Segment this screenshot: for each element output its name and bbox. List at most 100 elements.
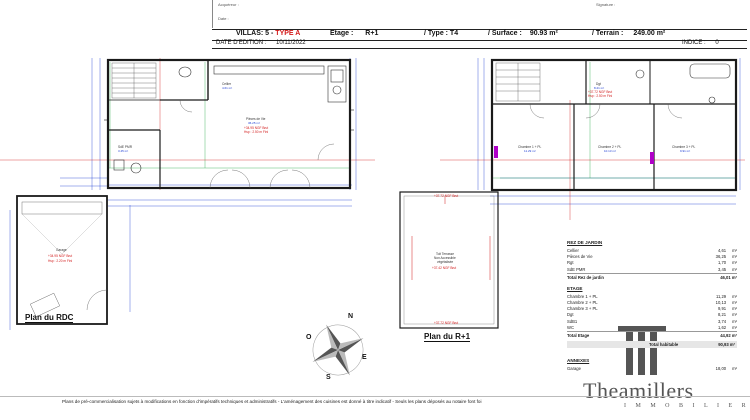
label-terrasse-top: +37.72 NGF Brut <box>434 194 459 198</box>
rdc-plan-title: Plan du RDC <box>25 313 74 323</box>
label-piece-vie-area: 36.25 m² <box>248 121 260 125</box>
label-terrasse-ngf: +37.42 NGF Brut <box>432 266 457 270</box>
label-ch1-area: 11.29 m² <box>524 149 536 153</box>
annexe-row-unit: m² <box>732 366 737 372</box>
annexe-row-value: 18,00 m² <box>716 366 737 372</box>
acquereur-label: Acquéreur : <box>218 2 239 7</box>
rdc-red-lines <box>0 58 375 190</box>
label-garage-hsp: Hsp : 2.20 m Fini <box>48 259 73 263</box>
compass <box>312 324 364 376</box>
r1-red-lines <box>440 100 745 220</box>
annexe-row: Garage 18,00 m² <box>567 366 737 372</box>
rdc-row-number: 1,70 <box>717 260 727 266</box>
rdc-row-unit: m² <box>732 248 737 253</box>
etage-row-unit: m² <box>732 318 737 324</box>
rdc-green-lines <box>108 62 350 169</box>
rdc-doors <box>179 99 335 189</box>
etage-row-number: 11,29 <box>715 293 727 299</box>
label-ch3-area: 9.91 m² <box>680 149 691 153</box>
roof-terrace <box>399 191 499 329</box>
rdc-row-label: Cellier <box>567 248 579 253</box>
etage-row-unit: m² <box>732 293 737 299</box>
etage-row-label: WC <box>567 324 574 330</box>
compass-n: N <box>348 313 354 320</box>
etage-row-label: Chambre 2 + PL <box>567 300 598 306</box>
label-dgt-area: 8.21 m² <box>594 86 605 90</box>
label-terrasse-sub2: végétalisée <box>437 260 454 264</box>
label-terrasse: Toit Terrasse <box>436 252 455 256</box>
etage-row-label: Chambre 1 + PL <box>567 293 598 299</box>
date-row <box>212 39 747 49</box>
rdc-dimensions <box>9 58 357 330</box>
header-block: Acquéreur : Date : Signature : VILLAS: 5… <box>212 0 747 50</box>
label-ch3: Chambre 3 + PL <box>672 145 696 149</box>
etage-total-value-wrap: 44,92 m² <box>720 333 737 338</box>
label-piece-vie-hsp: Hsp : 2.50 m Fini <box>244 130 269 134</box>
rdc-walls <box>106 58 352 190</box>
signature-area <box>212 0 748 28</box>
etage-heading: ETAGE <box>567 285 583 291</box>
rdc-row-label: Rgt <box>567 260 574 266</box>
etage-row-number: 1,62 <box>717 324 727 330</box>
label-dgt-hsp: Hsp : 2.50 m Fini <box>588 94 613 98</box>
surface-field: / Surface : 90.93 m² <box>488 30 558 37</box>
etage-row-unit: m² <box>732 312 737 318</box>
r1-doors <box>529 103 683 119</box>
rdc-kitchen <box>213 65 347 103</box>
etage-row-number: 8,21 <box>717 312 727 318</box>
etage-row-label: SdB1 <box>567 318 578 324</box>
rdc-total-row: Total Rez de jardin 46,01 m² <box>567 272 737 280</box>
etage-row: Chambre 1 + PL 11,29 m² <box>567 294 737 300</box>
rdc-row-number: 3,45 <box>717 266 727 272</box>
habitable-row: Total habitable 90,93 m² <box>567 341 737 349</box>
date-label: Date : <box>218 16 229 21</box>
footer-text: Plans de pré-commercialisation sujets à … <box>62 399 482 404</box>
etage-row-value: 8,21 m² <box>718 312 737 318</box>
date-edition-field: DATE D'EDITION : 10/11/2022 <box>216 40 306 46</box>
compass-s: S <box>326 374 331 381</box>
etage-row-unit: m² <box>732 306 737 312</box>
rdc-heading: REZ DE JARDIN <box>567 240 603 245</box>
etage-row-label: Chambre 3 + PL <box>567 306 598 312</box>
etage-row-unit: m² <box>732 324 737 330</box>
rdc-total-value: 46,01 <box>720 274 731 280</box>
label-sde: SdE PMR <box>118 145 132 149</box>
logo-sub: I M M O B I L I E R <box>624 403 750 409</box>
etage-row-value: 10,13 m² <box>716 300 737 306</box>
type-field: / Type : T4 <box>424 30 459 37</box>
compass-e: E <box>362 354 367 361</box>
r1-plan <box>399 58 745 329</box>
garage <box>16 195 108 325</box>
label-piece-vie-ngf: +34.95 NGF Brut <box>244 126 269 130</box>
annexe-row-label: Garage <box>567 366 581 372</box>
label-garage-ngf: +34.95 NGF Brut <box>48 254 73 258</box>
annexes-heading: ANNEXES <box>567 358 590 364</box>
annexe-row-number: 18,00 <box>715 366 727 372</box>
rdc-row-value: 4,61 m² <box>718 248 737 254</box>
rdc-total-unit: m² <box>731 274 737 280</box>
etage-row-value: 1,62 m² <box>718 325 737 331</box>
etage-total-row: Total Etage 44,92 m² <box>567 331 737 338</box>
rdc-row: Cellier 4,61 m² <box>567 248 737 254</box>
etage-total-label: Total Etage <box>567 333 590 339</box>
etage-row-unit: m² <box>732 300 737 306</box>
etage-row: WC 1,62 m² <box>567 325 737 331</box>
etage-row-number: 10,13 <box>715 300 727 306</box>
terrain-field: / Terrain : 249.00 m² <box>592 30 666 37</box>
rdc-windows <box>104 109 354 131</box>
rdc-row-number: 36,25 <box>715 254 727 260</box>
rdc-row-label: Pièces de Vie <box>567 254 593 260</box>
rdc-row-number: 4,61 <box>717 248 727 253</box>
